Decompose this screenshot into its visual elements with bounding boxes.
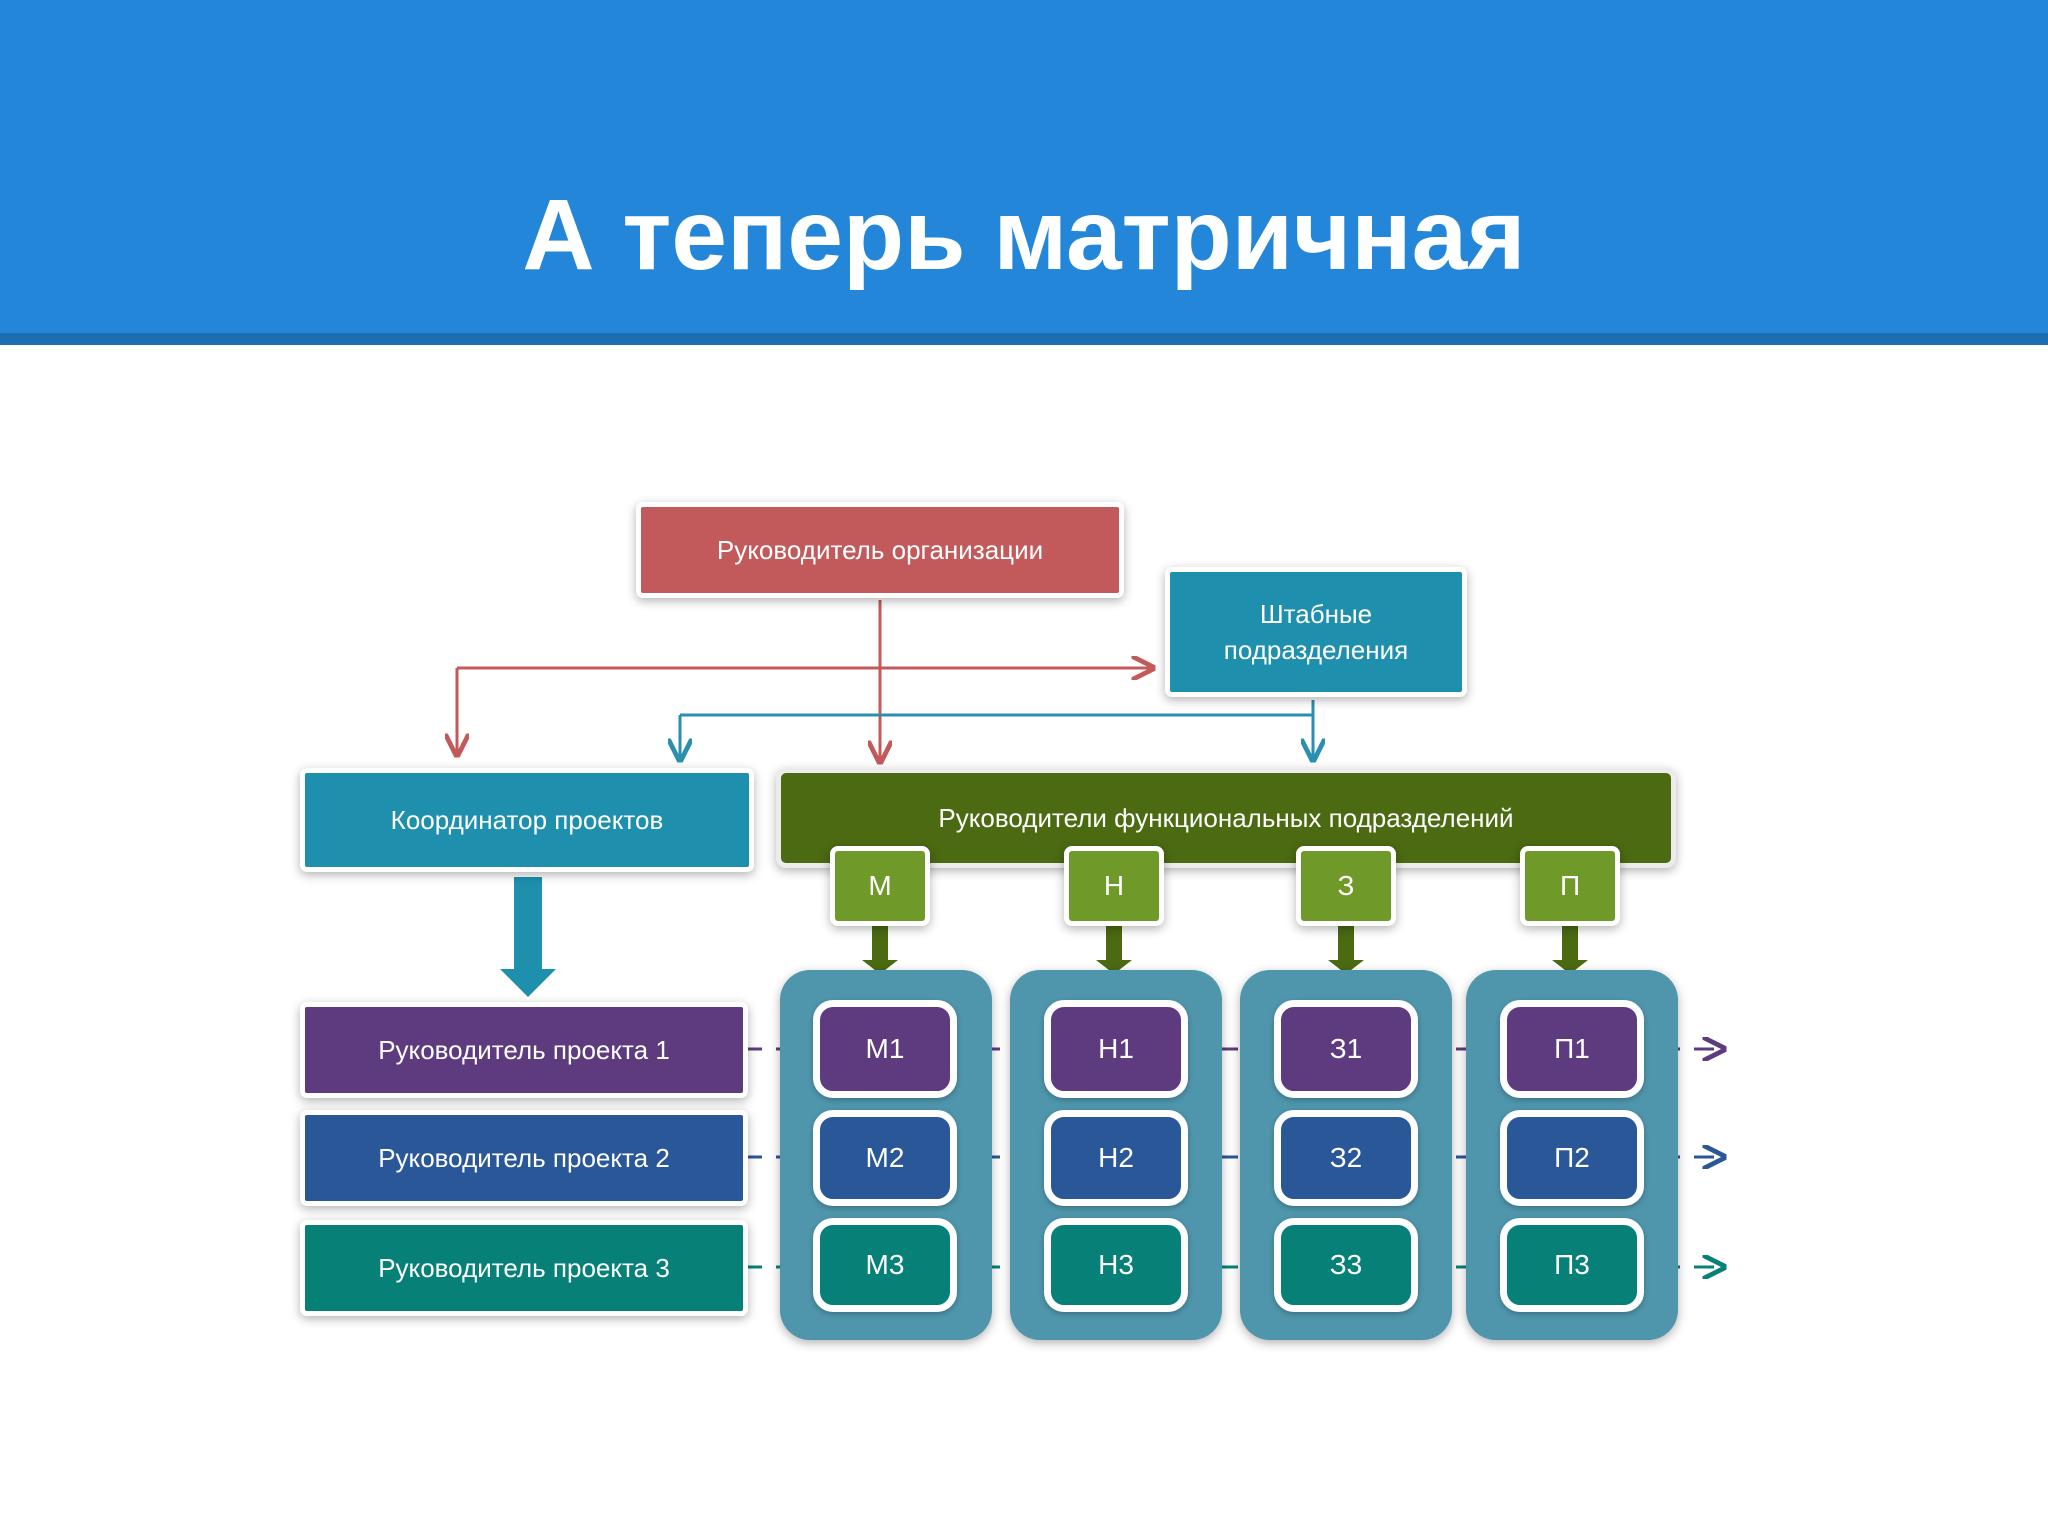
department-label: П xyxy=(1559,870,1581,901)
project-manager-label: Руководитель проекта 2 xyxy=(378,1143,670,1173)
matrix-cell: П1 xyxy=(1500,1000,1644,1098)
department-box-n: Н xyxy=(1064,846,1164,926)
matrix-cell: Н1 xyxy=(1044,1000,1188,1098)
head-connectors xyxy=(457,600,1153,762)
project-manager-label: Руководитель проекта 1 xyxy=(378,1035,670,1065)
department-label: Н xyxy=(1103,870,1125,901)
project-coordinator-label: Координатор проектов xyxy=(390,805,664,835)
staff-connectors xyxy=(680,700,1313,760)
matrix-cell: З2 xyxy=(1274,1110,1418,1206)
slide-header xyxy=(0,0,2048,333)
organization-head-label: Руководитель организации xyxy=(716,535,1044,565)
slide-title: А теперь матричная xyxy=(522,179,1526,291)
matrix-column-p: П1 П2 П3 xyxy=(1466,970,1678,1340)
matrix-cell: П2 xyxy=(1500,1110,1644,1206)
project-manager-1-box: Руководитель проекта 1 xyxy=(300,1002,748,1098)
header-divider xyxy=(0,333,2048,345)
matrix-cell: Н3 xyxy=(1044,1218,1188,1312)
functional-heads-label: Руководители функциональных подразделени… xyxy=(938,803,1514,833)
organization-head-box: Руководитель организации xyxy=(636,502,1124,598)
matrix-cell: Н2 xyxy=(1044,1110,1188,1206)
matrix-column-n: Н1 Н2 Н3 xyxy=(1010,970,1222,1340)
department-box-z: З xyxy=(1296,846,1396,926)
coordinator-arrow xyxy=(500,877,556,997)
matrix-column-z: З1 З2 З3 xyxy=(1240,970,1452,1340)
matrix-cell: М1 xyxy=(813,1000,957,1098)
department-arrows xyxy=(862,925,1588,974)
department-label: М xyxy=(868,870,892,901)
staff-departments-box: Штабные подразделения xyxy=(1165,567,1467,697)
staff-departments-label: Штабные подразделения xyxy=(1223,599,1409,665)
matrix-column-m: М1 М2 М3 xyxy=(780,970,992,1340)
matrix-cell: М2 xyxy=(813,1110,957,1206)
matrix-cell: З1 xyxy=(1274,1000,1418,1098)
matrix-cell: П3 xyxy=(1500,1218,1644,1312)
matrix-cell: М3 xyxy=(813,1218,957,1312)
matrix-cell: З3 xyxy=(1274,1218,1418,1312)
project-manager-3-box: Руководитель проекта 3 xyxy=(300,1220,748,1316)
project-manager-2-box: Руководитель проекта 2 xyxy=(300,1110,748,1206)
department-label: З xyxy=(1337,870,1355,901)
project-manager-label: Руководитель проекта 3 xyxy=(378,1253,670,1283)
project-coordinator-box: Координатор проектов xyxy=(300,768,754,872)
department-box-p: П xyxy=(1520,846,1620,926)
department-box-m: М xyxy=(830,846,930,926)
